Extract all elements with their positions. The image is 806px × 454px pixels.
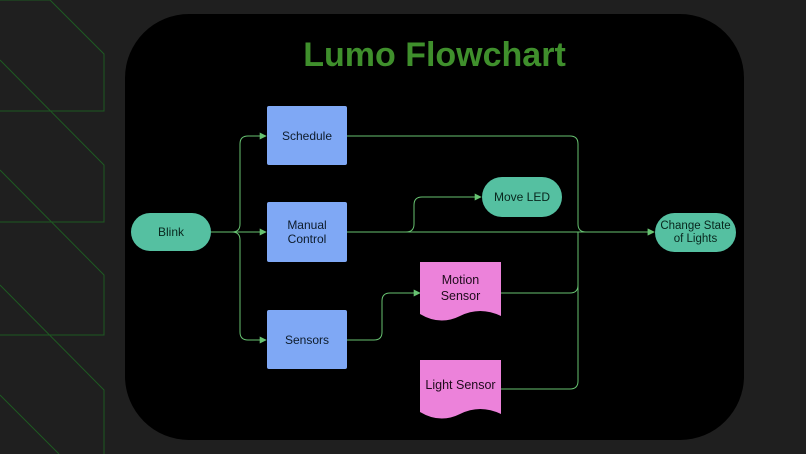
edge-sensors-motion-sensor — [347, 289, 421, 341]
edge-motion-sensor-change-state — [500, 232, 579, 294]
edge-manual-control-move-led — [347, 193, 482, 233]
node-blink: Blink — [131, 213, 211, 251]
node-label: Manual Control — [287, 218, 327, 246]
edge-blink-schedule — [211, 132, 267, 233]
diagram-title: Lumo Flowchart — [303, 36, 566, 74]
node-label: Motion Sensor — [440, 273, 481, 303]
node-move-led: Move LED — [482, 177, 562, 217]
node-sensors: Sensors — [267, 310, 347, 369]
node-label: Move LED — [493, 190, 551, 204]
node-label: Change State of Lights — [660, 219, 731, 245]
edge-blink-sensors — [211, 231, 267, 344]
node-change-state-of-lights: Change State of Lights — [655, 213, 736, 252]
node-manual-control: Manual Control — [267, 202, 347, 262]
edge-light-sensor-change-state — [500, 232, 579, 390]
node-label: Blink — [157, 225, 184, 239]
node-label: Schedule — [281, 128, 333, 143]
node-schedule: Schedule — [267, 106, 347, 165]
node-motion-sensor: Motion Sensor — [420, 262, 501, 324]
node-label: Sensors — [284, 332, 330, 347]
node-label: Light Sensor — [425, 378, 496, 392]
